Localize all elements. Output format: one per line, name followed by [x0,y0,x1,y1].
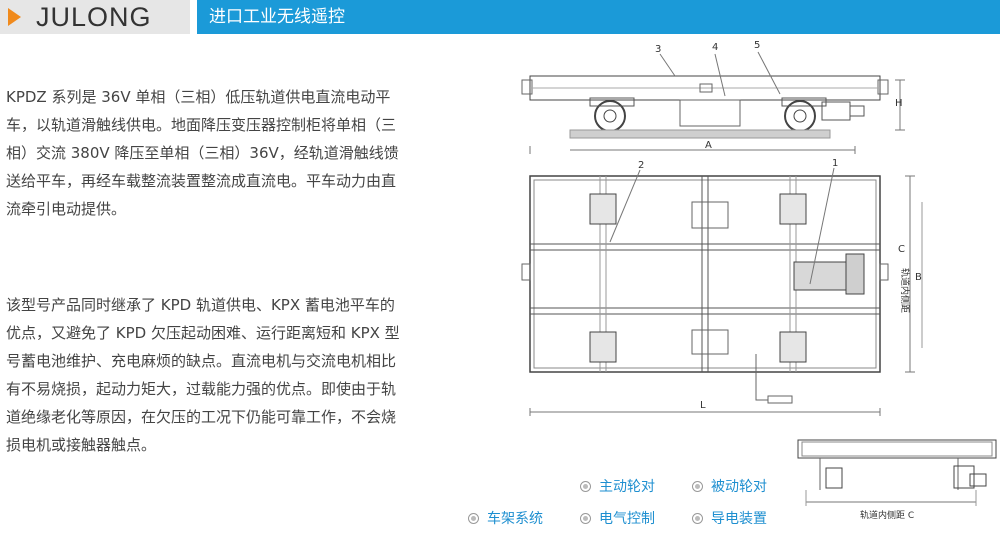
brand-name: JULONG [36,2,152,32]
gauge-label-c: 轨道内侧距 C [860,509,914,521]
link-driving-wheelset[interactable]: 主动轮对 [580,476,655,496]
brand-logo[interactable]: JULONG [0,0,190,34]
dim-a: A [705,140,712,151]
description-paragraph-1: KPDZ 系列是 36V 单相（三相）低压轨道供电直流电动平车，以轨道滑触线供电… [6,88,399,218]
link-label: 电气控制 [599,511,655,527]
title-bar: 进口工业无线遥控 [197,0,1000,34]
side-view [521,51,905,154]
circle-bullet-icon [692,480,703,492]
link-conductive-device[interactable]: 导电装置 [692,508,767,528]
link-label: 被动轮对 [711,479,767,495]
callout-2: 2 [638,160,644,171]
callout-1: 1 [832,158,838,169]
circle-bullet-icon [468,512,479,524]
callout-3: 3 [655,44,661,55]
plan-view [521,167,923,416]
dim-l: L [700,400,706,411]
dim-h: H [895,98,903,109]
callout-5: 5 [754,40,760,51]
circle-bullet-icon [692,512,703,524]
end-view [797,439,997,506]
link-frame-system[interactable]: 车架系统 [468,508,543,528]
page-title: 进口工业无线遥控 [209,7,345,27]
play-arrow-icon [8,8,21,26]
dim-b: B [915,272,922,283]
description-paragraph-2: 该型号产品同时继承了 KPD 轨道供电、KPX 蓄电池平车的优点，又避免了 KP… [6,296,400,454]
circle-bullet-icon [580,512,591,524]
link-electrical-control[interactable]: 电气控制 [580,508,655,528]
component-links: 主动轮对 被动轮对 车架系统 电气控制 导电装置 [460,470,800,540]
circle-bullet-icon [580,480,591,492]
link-label: 车架系统 [487,511,543,527]
link-label: 主动轮对 [599,479,655,495]
link-label: 导电装置 [711,511,767,527]
gauge-label-vertical: 轨道内侧距 [899,268,911,313]
technical-drawing: 3 4 5 A H [521,40,997,521]
link-driven-wheelset[interactable]: 被动轮对 [692,476,767,496]
callout-4: 4 [712,42,718,53]
header: JULONG 进口工业无线遥控 [0,0,1000,34]
dim-c-plan: C [898,244,905,255]
